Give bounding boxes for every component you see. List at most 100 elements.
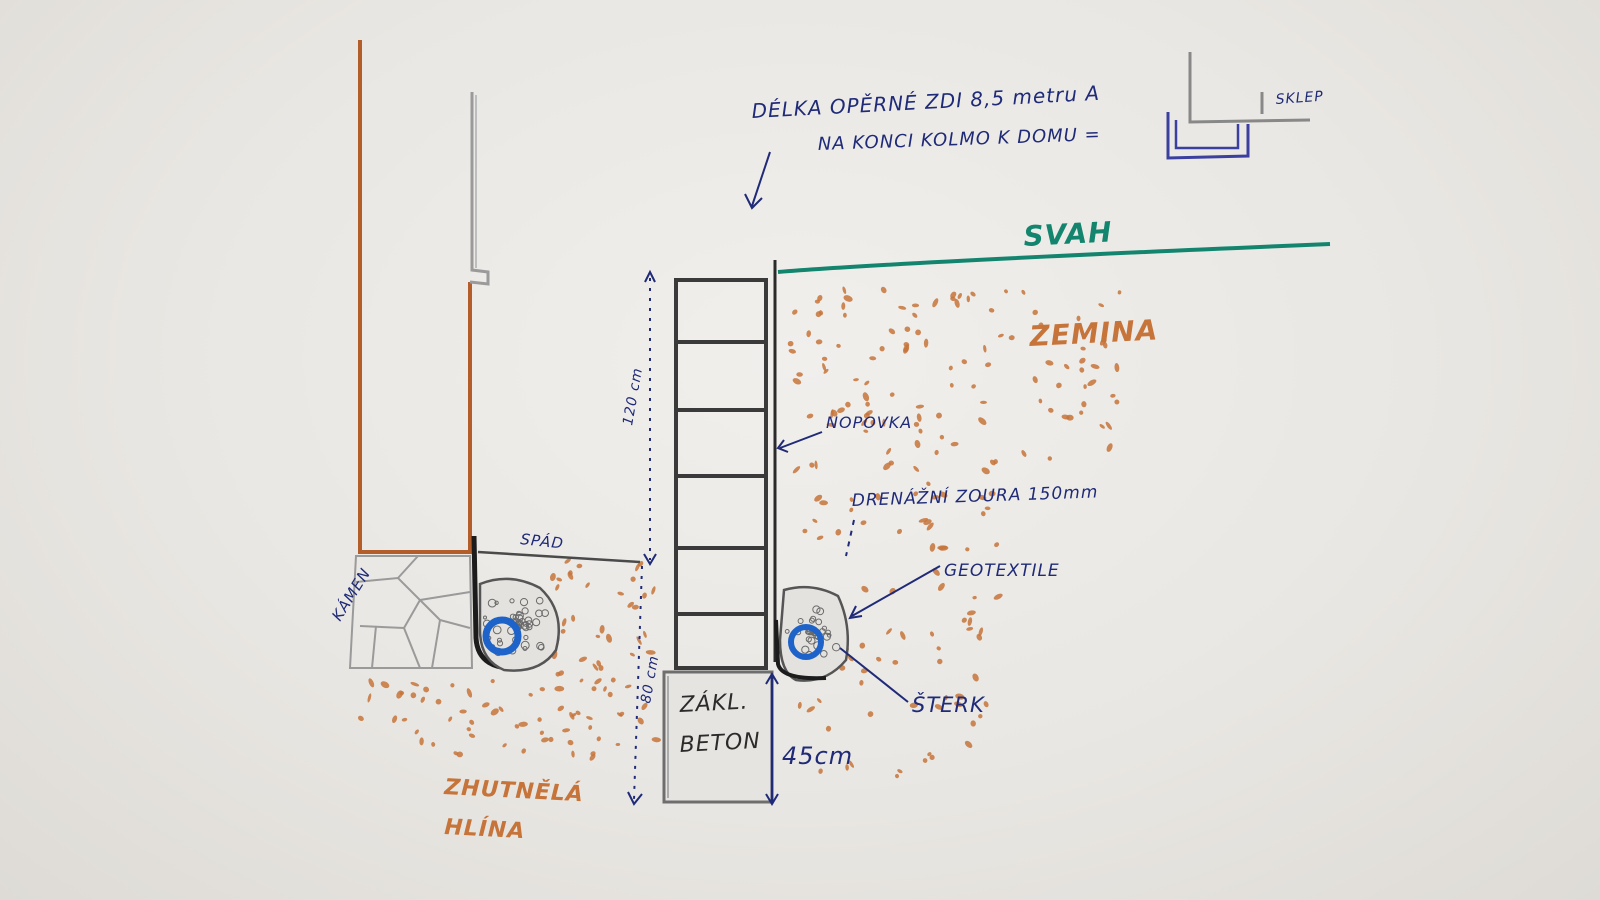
soil-dot [617,591,625,596]
soil-dot [837,407,845,414]
soil-dot [929,631,935,637]
soil-dot [937,582,945,591]
sterk-label: ŠTERK [912,692,986,717]
soil-dot [1087,379,1097,387]
soil-dot [939,434,945,440]
house-wall [358,40,490,554]
geotextile-label: GEOTEXTILE [944,561,1060,581]
soil-dot [392,715,398,724]
soil-dot [792,309,798,315]
soil-dot [913,421,920,427]
soil-dot [898,305,907,310]
soil-dot [564,558,571,564]
soil-dot [994,542,1000,548]
soil-dot [914,439,921,449]
soil-dot [549,572,556,582]
soil-dot [983,701,989,708]
soil-dot [972,595,977,600]
soil-dot [978,627,984,637]
soil-dot [521,748,526,754]
soil-dot [937,658,943,665]
drain-pipe-label: DRENÁŽNÍ ZOURA 150mm [851,480,1098,511]
soil-dot [629,652,635,657]
soil-dot [567,739,574,746]
soil-dot [983,344,987,353]
gravel-stone [822,632,831,641]
soil-dot [468,733,476,738]
soil-dot [918,517,929,523]
soil-dot [864,380,870,386]
soil-dot [939,491,948,498]
soil-dot [1110,393,1116,398]
soil-dot [1079,357,1086,364]
soil-dot [913,491,919,497]
soil-dot [1047,456,1053,461]
soil-dot [595,634,601,639]
soil-dot [970,720,976,727]
soil-dot [1079,410,1084,415]
soil-dot [889,392,895,397]
soil-dot [806,330,812,338]
soil-dot [596,660,602,667]
soil-dot [849,507,854,513]
soil-dot [886,447,892,455]
dim-45-label: 45cm [782,742,853,770]
soil-dot [651,586,656,595]
soil-dot [823,368,829,374]
soil-dot [459,709,467,714]
soil-dot [841,302,846,310]
gravel-stone [810,615,817,622]
soil-dot [926,522,934,531]
soil-dot [410,692,417,699]
soil-dot [490,678,495,684]
soil-dot [961,617,967,623]
gravel-stone [487,598,497,608]
gravel-stone [815,618,823,626]
soil-dot [1117,290,1122,295]
gravel-stone [520,640,530,650]
gravel-stone [509,613,517,620]
soil-dot [1004,289,1008,294]
soil-dot [867,711,874,717]
gravel-stone [483,615,487,620]
soil-dot [610,677,616,683]
soil-dot [821,356,828,361]
soil-dot [961,359,968,365]
soil-dot [1079,367,1085,373]
soil-dot [888,328,896,335]
soil-dot [822,362,827,372]
gravel-stone [820,650,828,658]
soil-dot [927,752,932,757]
soil-dot [880,286,887,294]
soil-dot [929,754,935,761]
soil-dot [955,693,965,700]
soil-dot [792,378,802,385]
beton-label-2: BETON [679,729,761,758]
soil-dot [848,760,854,768]
soil-dot [912,312,918,318]
soil-dot [966,627,974,631]
hlina-label-2: HLÍNA [444,814,526,844]
soil-dot [637,717,644,725]
soil-dot [981,467,990,475]
soil-dot [843,295,853,302]
soil-dot [911,303,920,308]
soil-dot [557,705,565,712]
soil-dot [537,717,542,722]
soil-dot [518,721,528,727]
soil-texture [358,286,1122,779]
soil-dot [915,404,925,409]
soil-dot [596,736,601,742]
gravel-stone [535,609,543,618]
soil-dot [859,680,864,686]
soil-dot [435,698,442,705]
hlina-label-1: ZHUTNĚLÁ [443,774,585,807]
gravel-stone [496,640,504,647]
soil-dot [466,688,473,698]
soil-dot [556,577,563,582]
gravel-stone [807,636,816,645]
gravel-stone [521,607,529,615]
soil-dot [870,420,876,426]
soil-dot [860,520,867,526]
soil-dot [502,743,507,748]
